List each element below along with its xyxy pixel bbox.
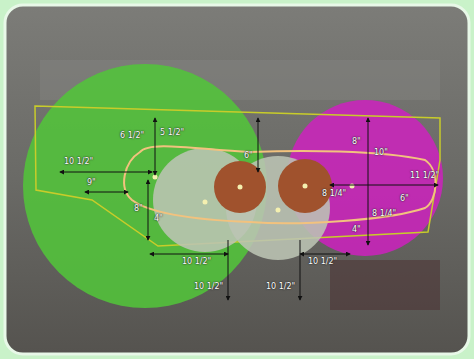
dimension-label: 8 1/4" — [372, 209, 396, 219]
dimension-label: 9" — [87, 178, 96, 188]
dimension-label: 5 1/2" — [160, 128, 184, 138]
dimension-label: 10 1/2" — [194, 282, 223, 292]
dimension-label: 6" — [244, 151, 253, 161]
dimension-label: 10" — [374, 148, 388, 158]
coverage-circle — [23, 64, 267, 308]
dimension-label: 4" — [154, 214, 163, 224]
dimension-label: 10 1/2" — [266, 282, 295, 292]
center-dots — [153, 175, 355, 213]
dimension-label: 8" — [134, 204, 143, 214]
dimension-label: 8" — [352, 137, 361, 147]
dimension-label: 10 1/2" — [182, 257, 211, 267]
dimension-label: 6 1/2" — [120, 131, 144, 141]
dimension-label: 10 1/2" — [64, 157, 93, 167]
wall-texture — [330, 260, 440, 310]
dimension-label: 11 1/2" — [410, 171, 439, 181]
brown-circle — [278, 159, 332, 213]
dimension-label: 4" — [352, 225, 361, 235]
dimension-label: 10 1/2" — [308, 257, 337, 267]
dimension-label: 6" — [400, 194, 409, 204]
dimension-lines — [60, 118, 438, 300]
photo-panel — [5, 5, 469, 354]
dimension-label: 8 1/4" — [322, 189, 346, 199]
